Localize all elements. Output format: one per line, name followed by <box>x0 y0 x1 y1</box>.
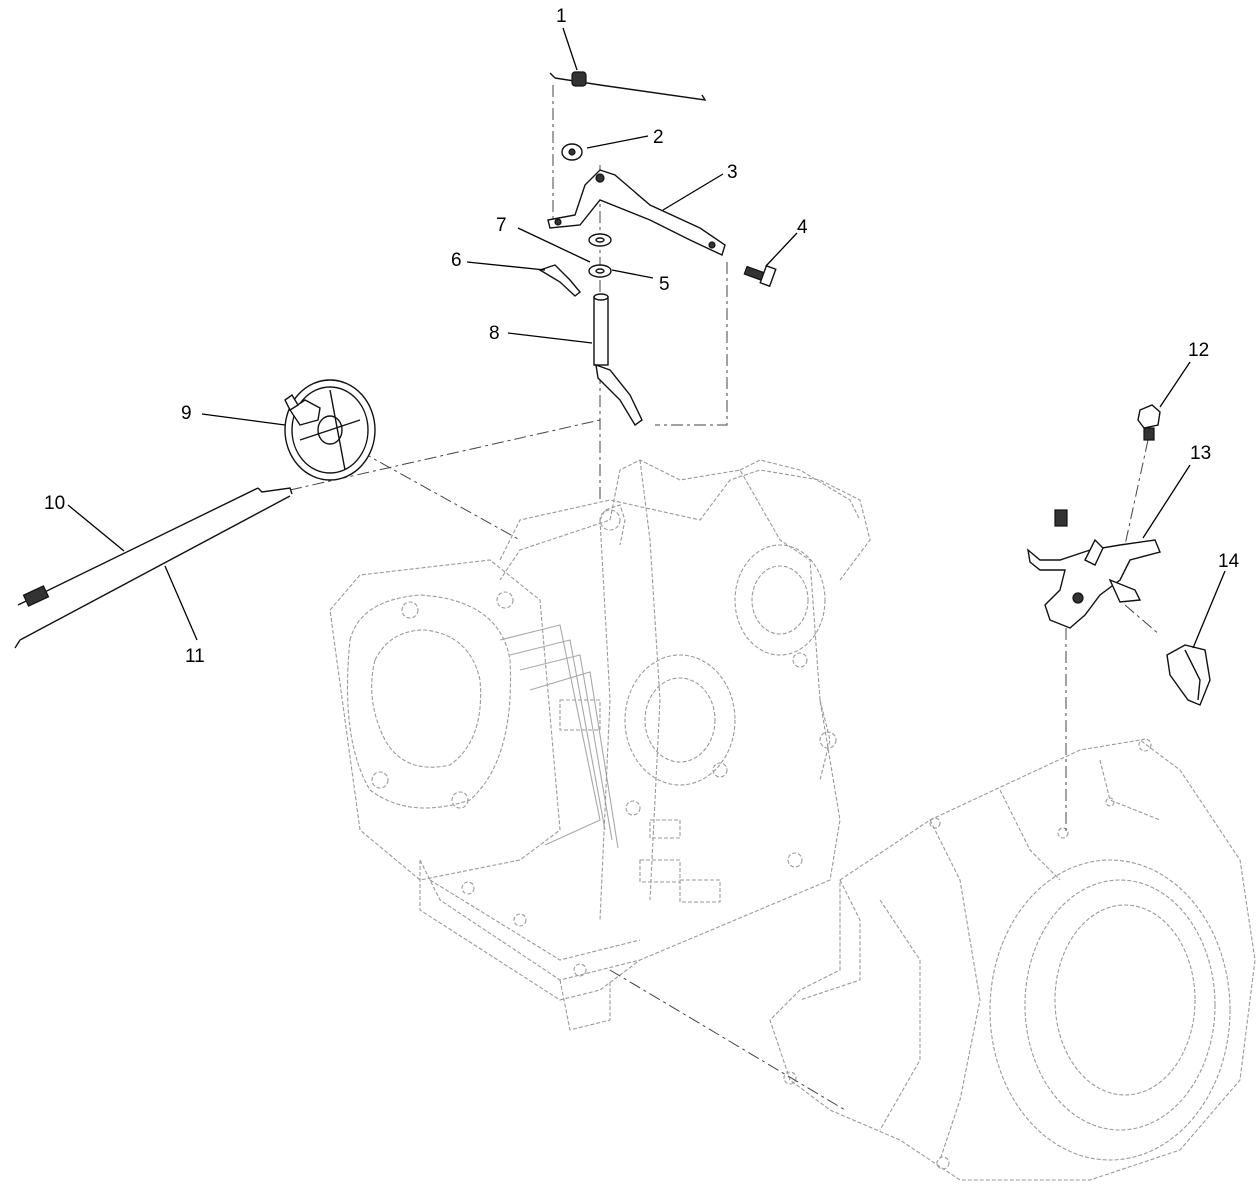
leader-lines <box>67 27 1226 649</box>
part-5-washer <box>588 264 612 278</box>
callout-4: 4 <box>797 217 808 238</box>
callout-12: 12 <box>1188 340 1209 361</box>
callout-10: 10 <box>44 493 65 514</box>
blower-housing-ghost <box>769 738 1256 1181</box>
callout-7: 7 <box>496 215 507 236</box>
callout-14: 14 <box>1218 551 1240 572</box>
part-10-throttle-rod-spring <box>17 487 293 607</box>
callout-9: 9 <box>181 403 192 424</box>
part-11-throttle-rod <box>14 495 291 649</box>
callout-2: 2 <box>653 127 664 148</box>
part-13-control-bracket <box>1026 509 1161 629</box>
part-12-flange-bolt <box>1137 404 1161 441</box>
callout-1: 1 <box>556 6 567 27</box>
part-14-control-knob <box>1166 644 1211 706</box>
callout-6: 6 <box>451 250 462 271</box>
part-7-washer <box>588 233 612 247</box>
callout-5: 5 <box>659 274 670 295</box>
engine-crankcase-ghost <box>329 459 871 1031</box>
callout-8: 8 <box>489 323 500 344</box>
part-1-governor-spring <box>549 71 707 101</box>
callout-11: 11 <box>185 646 205 667</box>
assembly-lines <box>289 85 1161 1111</box>
part-4-bolt <box>743 264 777 288</box>
part-9-governor-gear <box>284 379 376 481</box>
callout-13: 13 <box>1190 443 1211 464</box>
part-6-clip <box>538 264 581 297</box>
callout-3: 3 <box>727 162 738 183</box>
part-8-governor-shaft <box>593 293 643 427</box>
part-2-nut <box>561 143 583 161</box>
part-3-governor-arm <box>547 169 726 256</box>
